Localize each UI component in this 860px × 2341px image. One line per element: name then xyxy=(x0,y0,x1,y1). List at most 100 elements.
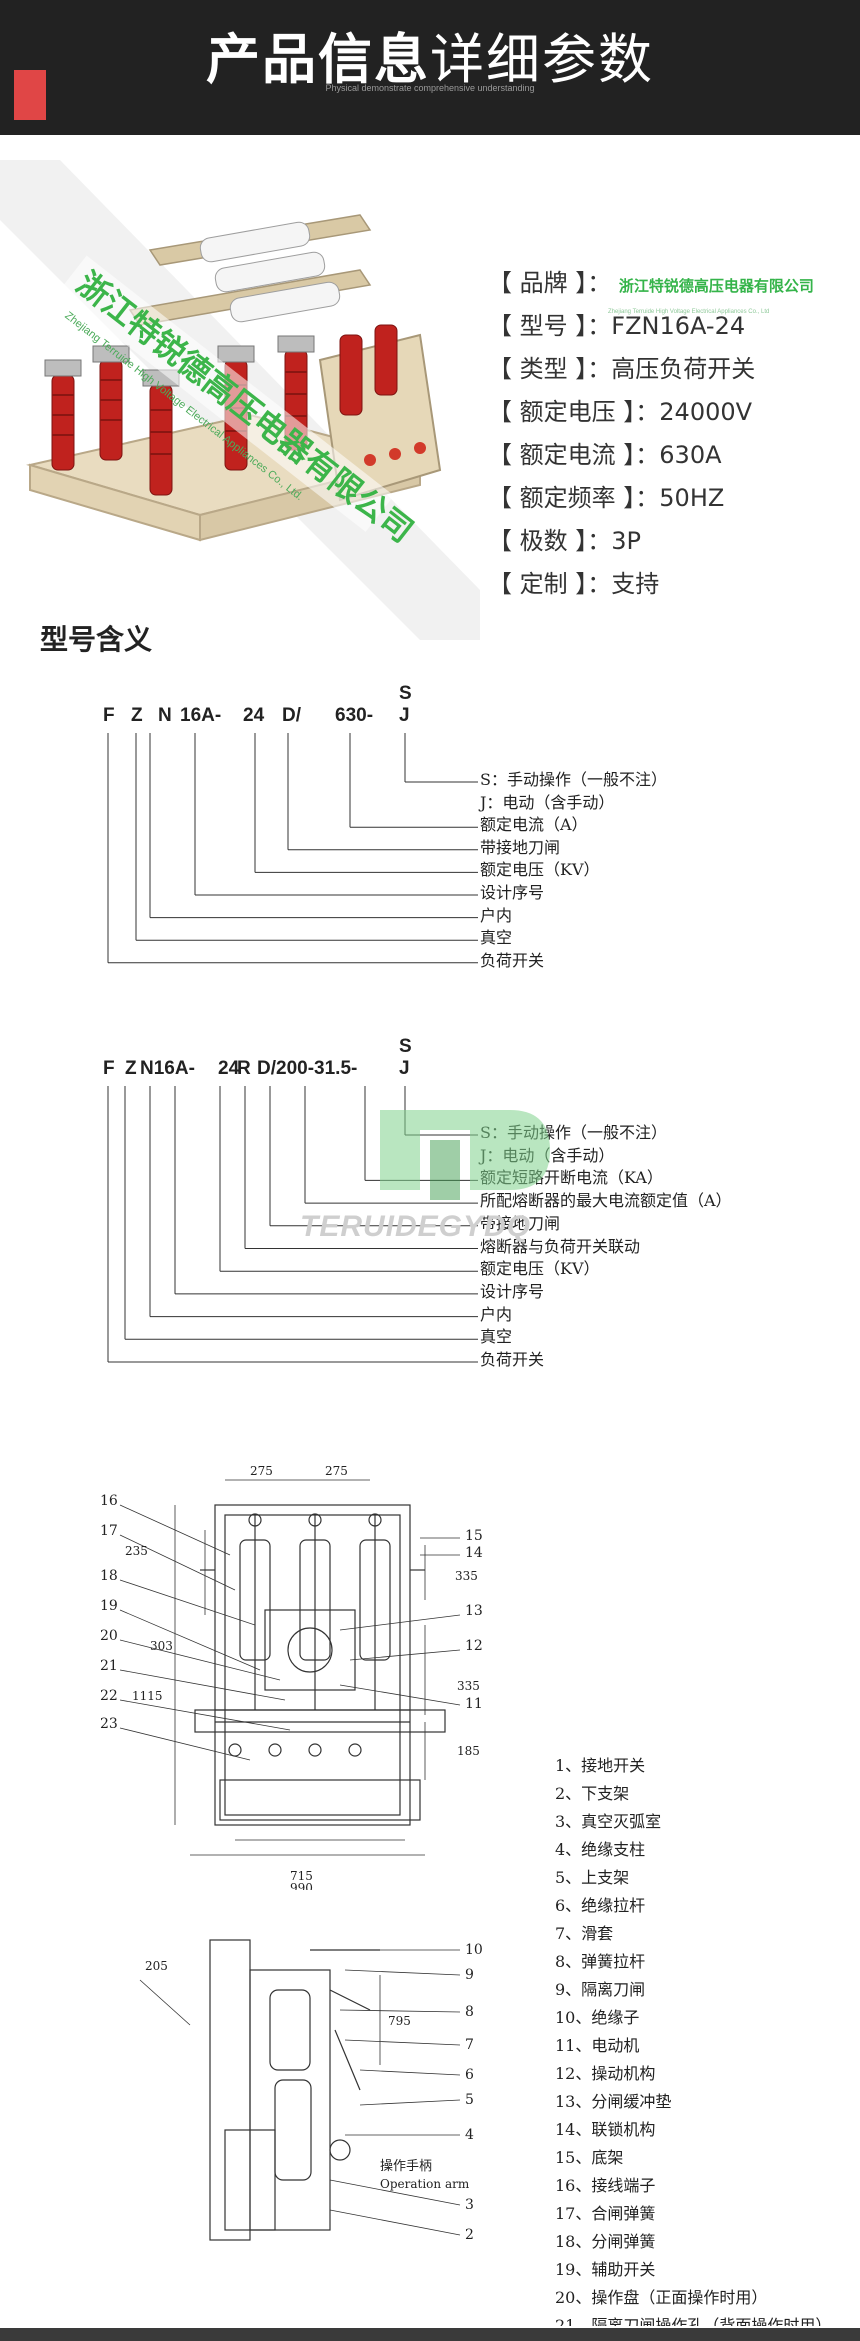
spec-label: 额定电压 xyxy=(519,398,616,426)
dimension-label: 1115 xyxy=(132,1689,163,1703)
spec-row: 【 极数 】：3P xyxy=(488,527,642,555)
part-number-label: 18 xyxy=(100,1568,118,1584)
model-code-char: Z xyxy=(125,1058,137,1079)
part-number-label: 16 xyxy=(100,1493,118,1509)
section-title: 型号含义 xyxy=(40,623,153,656)
spec-row: 【 型号 】：FZN16A-24 xyxy=(488,312,746,340)
dimension-label: 275 xyxy=(250,1464,273,1478)
legend-item: 9、隔离刀闸 xyxy=(555,1980,646,1999)
part-number-label: 15 xyxy=(465,1528,483,1544)
legend-item: 6、绝缘拉杆 xyxy=(555,1896,646,1915)
product-photo: 浙江特锐德高压电器有限公司 Zhejiang Terruide High Vol… xyxy=(0,160,480,640)
legend-item: 15、底架 xyxy=(555,2148,624,2167)
logo-watermark: TERUIDEGYDQ xyxy=(300,1210,532,1243)
spec-value: 24000V xyxy=(659,398,753,426)
model-label: 设计序号 xyxy=(480,1281,545,1301)
model-label: 熔断器与负荷开关联动 xyxy=(480,1236,641,1256)
spec-label: 品牌 xyxy=(519,269,568,297)
spec-row: 【 类型 】：高压负荷开关 xyxy=(488,355,756,383)
legend-item: 8、弹簧拉杆 xyxy=(555,1952,646,1971)
dimension-label: 235 xyxy=(125,1544,148,1558)
dimension-label: 205 xyxy=(145,1959,168,1973)
legend-item: 2、下支架 xyxy=(555,1784,630,1803)
legend-item: 3、真空灭弧室 xyxy=(555,1812,662,1831)
model-label: 真空 xyxy=(480,1327,513,1347)
part-number-label: 14 xyxy=(465,1545,483,1561)
part-number-label: 2 xyxy=(465,2227,474,2243)
dimension-label: 335 xyxy=(457,1679,480,1693)
spec-value: 50HZ xyxy=(659,484,725,512)
part-number-label: 21 xyxy=(100,1658,118,1674)
handle-label-cn: 操作手柄 xyxy=(380,2158,432,2174)
legend-item: 18、分闸弹簧 xyxy=(555,2232,656,2251)
spec-value: 支持 xyxy=(611,570,660,598)
legend-item: 1、接地开关 xyxy=(555,1756,646,1775)
model-code-char: 24 xyxy=(218,1058,240,1079)
model-label: 负荷开关 xyxy=(480,950,545,970)
model-code-char: D/200-31.5- xyxy=(257,1058,358,1079)
legend-item: 4、绝缘支柱 xyxy=(555,1840,646,1859)
part-number-label: 13 xyxy=(465,1603,483,1619)
part-number-label: 3 xyxy=(465,2197,474,2213)
model-label: S：手动操作（一般不注） xyxy=(480,770,667,789)
part-number-label: 5 xyxy=(465,2092,474,2108)
dimension-label: 335 xyxy=(455,1569,478,1583)
spec-value: 630A xyxy=(659,441,722,469)
part-number-label: 9 xyxy=(465,1967,474,1983)
model-code-char: 24 xyxy=(243,705,265,726)
header-title-light: 详细参数 xyxy=(430,28,654,91)
spec-row: 【 定制 】：支持 xyxy=(488,570,660,598)
model-code-char: Z xyxy=(131,705,143,726)
part-number-label: 17 xyxy=(100,1523,118,1539)
header-title: 产品信息详细参数 xyxy=(0,28,860,92)
legend-item: 12、操动机构 xyxy=(555,2064,656,2083)
legend-item: 20、操作盘（正面操作时用） xyxy=(555,2288,768,2307)
legend-item: 19、辅助开关 xyxy=(555,2260,656,2279)
dimension-label: 275 xyxy=(325,1464,348,1478)
model-code-char: N xyxy=(158,705,172,726)
legend-item: 14、联锁机构 xyxy=(555,2120,656,2139)
spec-label: 类型 xyxy=(519,355,568,383)
legend-item: 21、隔离刀闸操作孔（背面操作时用） xyxy=(555,2316,832,2326)
model-code-char: S xyxy=(399,1036,412,1057)
page-header: 产品信息详细参数 Physical demonstrate comprehens… xyxy=(0,0,860,135)
spec-label: 型号 xyxy=(519,312,568,340)
model-label: 额定电压（KV） xyxy=(480,1259,600,1279)
legend-item: 11、电动机 xyxy=(555,2036,640,2055)
model-label: 带接地刀闸 xyxy=(480,1213,561,1233)
model-code-char: F xyxy=(103,1058,115,1079)
header-title-bold: 产品信息 xyxy=(206,28,430,91)
model-label: 户内 xyxy=(480,1304,513,1324)
company-logo-icon xyxy=(380,1110,550,1200)
model-code-char: N16A- xyxy=(140,1058,195,1079)
part-number-label: 10 xyxy=(465,1942,483,1958)
part-number-label: 19 xyxy=(100,1598,118,1614)
handle-label-en: Operation arm xyxy=(380,2177,470,2191)
spec-label: 额定电流 xyxy=(519,441,616,469)
model-label: 带接地刀闸 xyxy=(480,837,561,857)
model-label: 负荷开关 xyxy=(480,1350,545,1369)
model-label: 设计序号 xyxy=(480,883,545,902)
accent-block xyxy=(14,70,46,120)
legend-item: 10、绝缘子 xyxy=(555,2008,640,2027)
spec-row: 【 额定电压 】：24000V xyxy=(488,398,753,426)
model-label: 额定电压（KV） xyxy=(480,860,600,880)
spec-value: 浙江特锐德高压电器有限公司 xyxy=(618,277,814,295)
model-code-char: J xyxy=(399,705,410,726)
spec-label: 定制 xyxy=(519,570,568,598)
model-code-char: S xyxy=(399,683,412,704)
legend-item: 13、分闸缓冲垫 xyxy=(555,2092,672,2111)
spec-row: 【 额定电流 】：630A xyxy=(488,441,722,469)
model-label: 真空 xyxy=(480,928,513,948)
spec-value: FZN16A-24 xyxy=(611,312,746,340)
model-code-char: 630- xyxy=(335,705,374,726)
spec-label: 额定频率 xyxy=(519,484,616,512)
model-label: 额定电流（A） xyxy=(480,815,588,835)
dimension-label: 303 xyxy=(150,1639,173,1653)
model-label: J：电动（含手动） xyxy=(480,792,615,812)
